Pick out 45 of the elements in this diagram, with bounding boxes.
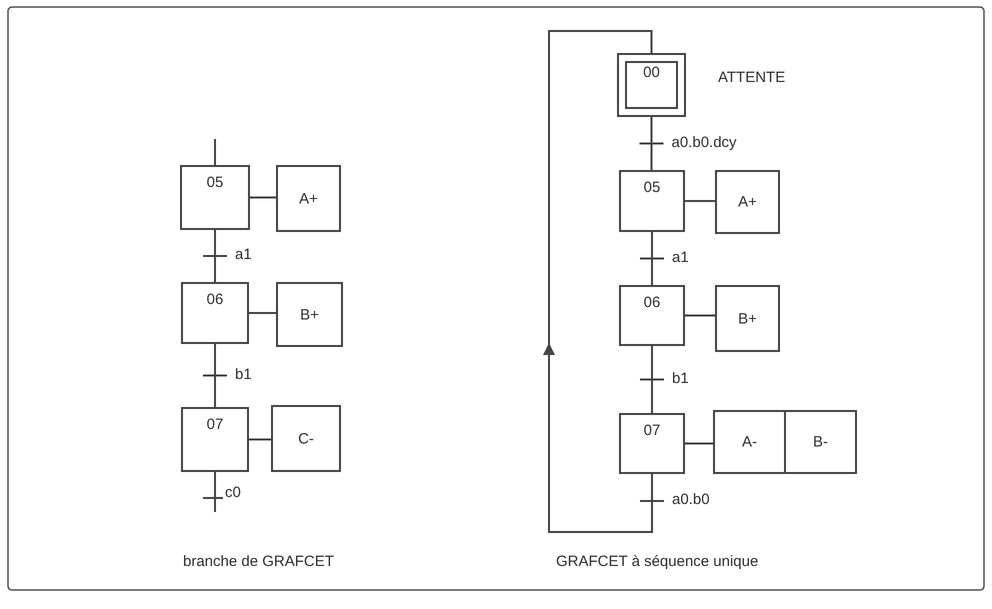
action-box [276,165,341,232]
action-box [271,405,341,472]
step-number: 06 [206,291,224,308]
action-box [713,410,786,474]
connector-line [214,230,216,282]
action-text: A+ [737,194,758,210]
action-link [249,438,271,440]
step-number: 00 [642,64,661,81]
step-number: 07 [206,416,224,433]
action-text: B- [812,434,829,450]
step-box [619,413,685,474]
transition-condition: c0 [223,484,243,502]
step-number: 06 [642,294,662,311]
action-text: A+ [298,190,319,207]
caption: GRAFCET à séquence unique [554,553,760,571]
step-box [181,407,249,472]
step-box [619,170,685,232]
connector-line [214,139,216,165]
action-link [685,314,715,316]
connector-line [650,117,652,170]
connector-line [651,346,653,413]
action-link [685,200,715,202]
action-box [784,410,857,474]
action-box [715,170,780,234]
step-box [181,282,249,344]
transition-condition: a0.b0.dcy [670,134,739,152]
action-text: C- [297,430,315,447]
step-number: 05 [206,174,224,191]
action-box [715,285,780,352]
initial-step-box [617,53,686,117]
step-number: 07 [642,422,662,439]
action-link [250,196,276,198]
action-text: A- [741,434,758,450]
step-box [619,285,685,346]
action-text: B+ [737,310,758,327]
step-box [180,165,250,230]
action-box [276,282,343,347]
loop-arrow [543,30,653,533]
connector-line [214,344,216,407]
connector-line [651,232,653,285]
connector-line [214,472,216,512]
action-link [249,312,276,314]
step-number: 05 [642,179,662,196]
action-text: B+ [299,306,320,323]
action-link [685,442,713,444]
